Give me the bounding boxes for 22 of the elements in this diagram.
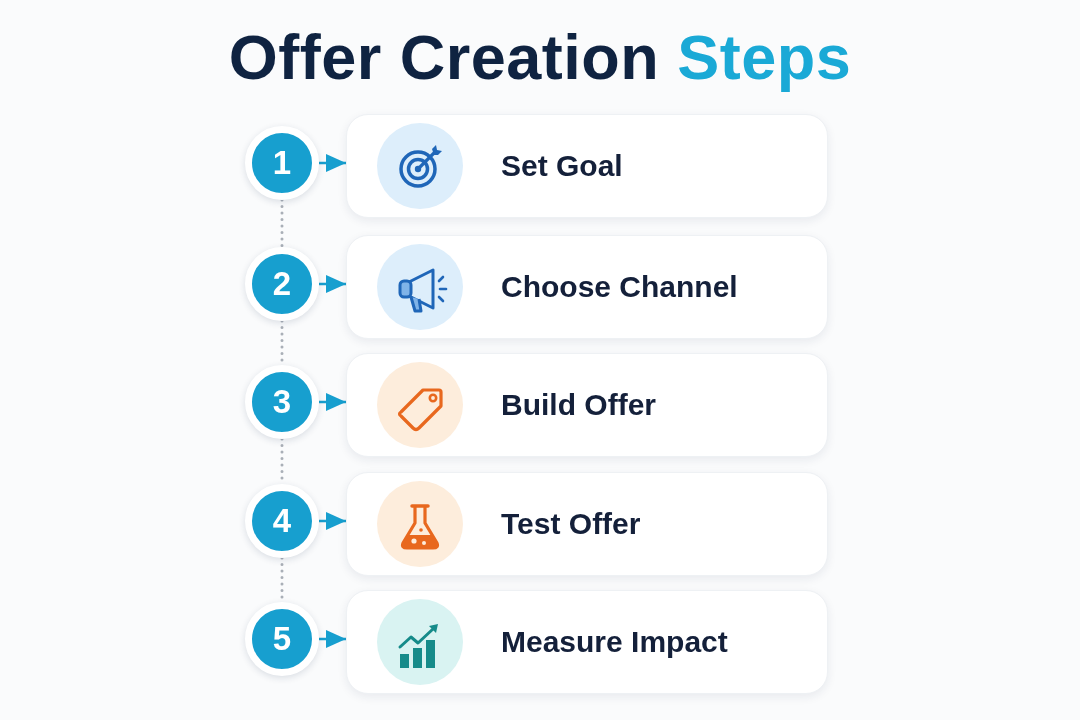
step-label: Build Offer xyxy=(501,388,656,422)
dotted-connector xyxy=(280,198,284,249)
step-card xyxy=(346,114,828,218)
arrow xyxy=(319,630,346,648)
step-number-circle: 1 xyxy=(245,126,319,200)
step-card xyxy=(346,235,828,339)
arrow xyxy=(319,512,346,530)
arrow xyxy=(319,393,346,411)
step-card xyxy=(346,472,828,576)
step-label: Set Goal xyxy=(501,149,623,183)
step-card xyxy=(346,353,828,457)
step-card xyxy=(346,590,828,694)
step-label: Choose Channel xyxy=(501,270,738,304)
step-number-circle: 5 xyxy=(245,602,319,676)
step-number-circle: 2 xyxy=(245,247,319,321)
arrow xyxy=(319,154,346,172)
title: Offer Creation Steps xyxy=(228,21,852,93)
step-number-circle: 3 xyxy=(245,365,319,439)
step-label: Measure Impact xyxy=(501,625,728,659)
step-number-circle: 4 xyxy=(245,484,319,558)
step-label: Test Offer xyxy=(501,507,641,541)
arrow xyxy=(319,275,346,293)
